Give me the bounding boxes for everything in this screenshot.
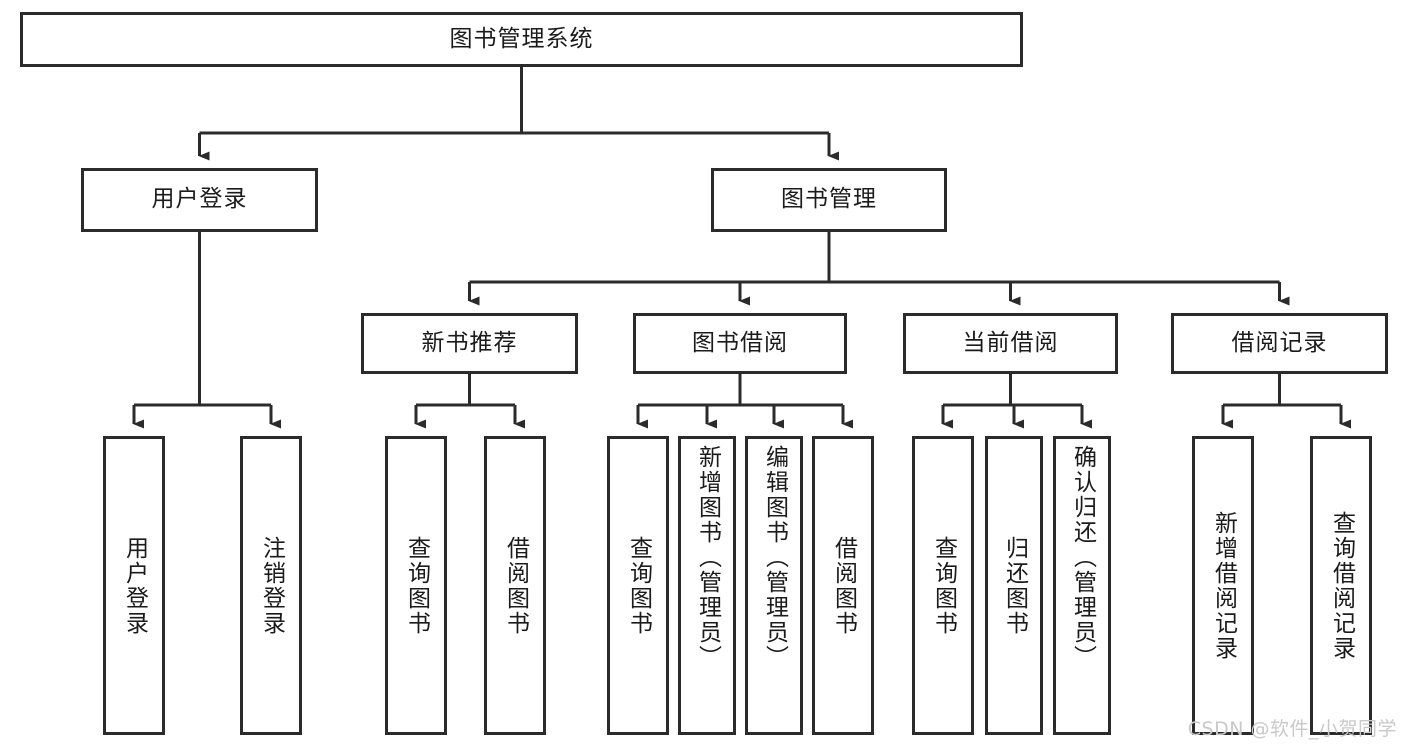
node-user-login[interactable]: 用户登录	[81, 168, 318, 232]
node-label-f-cur-confirm: 确认归还（管理员）	[1069, 445, 1096, 670]
node-book-mgmt[interactable]: 图书管理	[711, 168, 947, 232]
node-f-cur-confirm[interactable]: 确认归还（管理员）	[1053, 436, 1111, 735]
node-label-f-user-login: 用户登录	[121, 535, 148, 636]
node-new-book-rec[interactable]: 新书推荐	[361, 313, 578, 374]
node-f-cur-query[interactable]: 查询图书	[912, 436, 974, 735]
node-f-brw-edit[interactable]: 编辑图书（管理员）	[745, 436, 803, 735]
node-f-brw-lend[interactable]: 借阅图书	[812, 436, 874, 735]
node-f-user-login[interactable]: 用户登录	[103, 436, 165, 735]
node-borrow-record[interactable]: 借阅记录	[1171, 313, 1388, 374]
node-label-user-login: 用户登录	[151, 186, 248, 213]
node-f-rec-search[interactable]: 查询借阅记录	[1310, 436, 1372, 735]
node-current-borrow[interactable]: 当前借阅	[903, 313, 1118, 374]
node-root[interactable]: 图书管理系统	[20, 12, 1023, 67]
node-label-f-user-logout: 注销登录	[258, 535, 285, 636]
node-label-f-brw-query: 查询图书	[625, 535, 652, 636]
node-label-book-mgmt: 图书管理	[781, 186, 877, 213]
node-label-new-book-rec: 新书推荐	[421, 329, 518, 356]
node-f-brw-query[interactable]: 查询图书	[607, 436, 669, 735]
node-f-brw-add[interactable]: 新增图书（管理员）	[678, 436, 736, 735]
node-f-user-logout[interactable]: 注销登录	[240, 436, 302, 735]
node-label-borrow-record: 借阅记录	[1231, 329, 1328, 356]
node-label-f-rec-borrow: 借阅图书	[502, 535, 529, 636]
node-book-borrow[interactable]: 图书借阅	[633, 313, 847, 374]
node-label-root: 图书管理系统	[449, 25, 594, 52]
watermark-text: CSDN @软件_小贺同学	[1187, 718, 1397, 740]
node-label-f-cur-return: 归还图书	[1001, 535, 1028, 636]
node-label-f-rec-search: 查询借阅记录	[1328, 510, 1355, 661]
node-label-book-borrow: 图书借阅	[692, 329, 788, 356]
node-f-rec-query[interactable]: 查询图书	[385, 436, 447, 735]
node-f-rec-borrow[interactable]: 借阅图书	[484, 436, 546, 735]
node-f-cur-return[interactable]: 归还图书	[985, 436, 1043, 735]
node-label-f-rec-query: 查询图书	[403, 535, 430, 636]
node-label-f-cur-query: 查询图书	[930, 535, 957, 636]
node-label-f-brw-edit: 编辑图书（管理员）	[761, 445, 788, 670]
node-label-f-rec-add: 新增借阅记录	[1210, 510, 1237, 661]
node-f-rec-add[interactable]: 新增借阅记录	[1192, 436, 1254, 735]
node-label-current-borrow: 当前借阅	[962, 329, 1059, 356]
node-label-f-brw-lend: 借阅图书	[830, 535, 857, 636]
node-label-f-brw-add: 新增图书（管理员）	[694, 445, 721, 670]
